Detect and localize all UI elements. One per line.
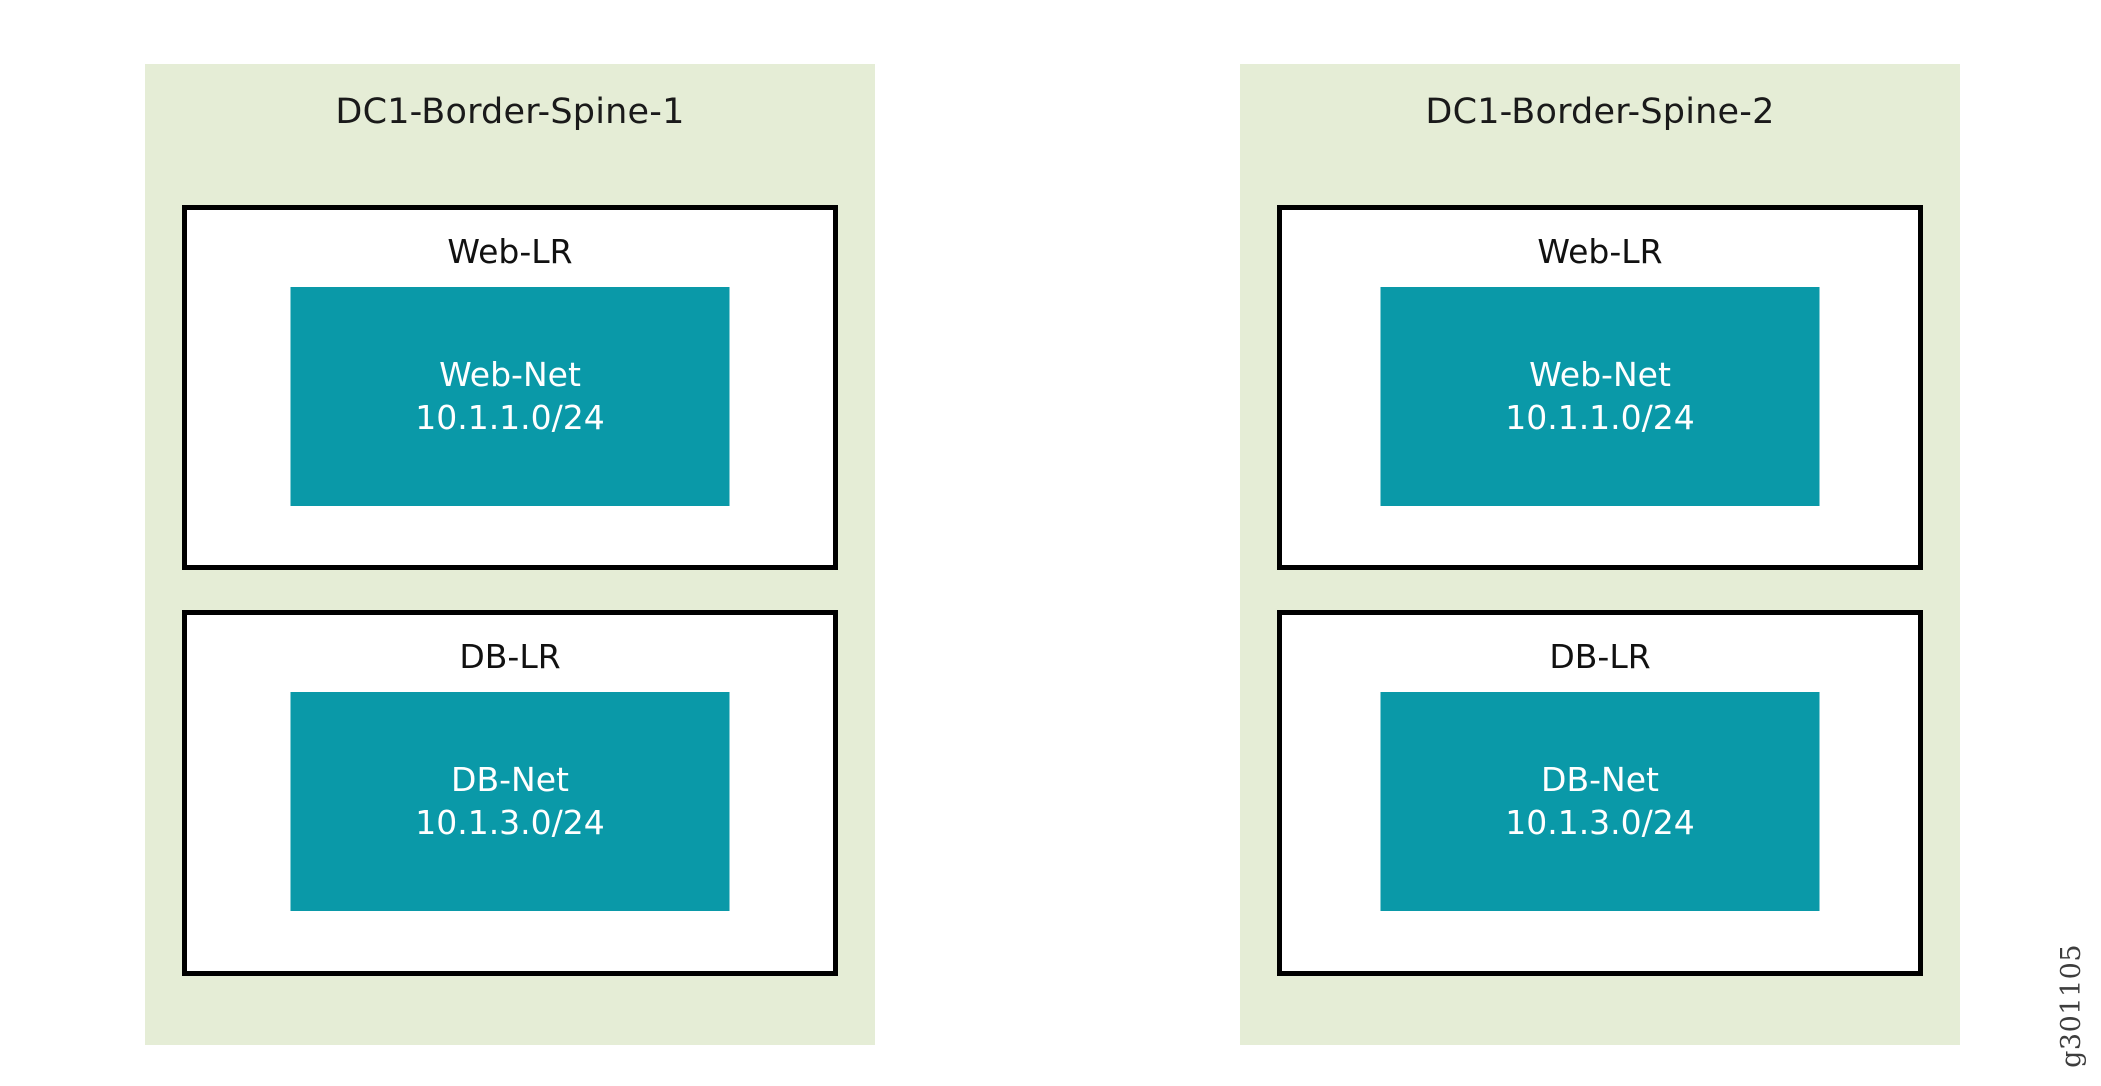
logical-router-box-web-lr: Web-LR Web-Net 10.1.1.0/24 (1277, 205, 1923, 570)
network-name: DB-Net (1541, 760, 1659, 800)
logical-router-box-web-lr: Web-LR Web-Net 10.1.1.0/24 (182, 205, 838, 570)
logical-router-label: DB-LR (1549, 637, 1651, 676)
network-block-web-net: Web-Net 10.1.1.0/24 (1380, 287, 1820, 506)
logical-router-box-db-lr: DB-LR DB-Net 10.1.3.0/24 (1277, 610, 1923, 976)
network-name: DB-Net (451, 760, 569, 800)
network-name: Web-Net (1529, 355, 1671, 395)
network-block-web-net: Web-Net 10.1.1.0/24 (290, 287, 730, 506)
logical-router-label: Web-LR (1537, 232, 1663, 271)
device-panel-dc1-border-spine-2: DC1-Border-Spine-2 Web-LR Web-Net 10.1.1… (1240, 64, 1960, 1045)
logical-router-box-db-lr: DB-LR DB-Net 10.1.3.0/24 (182, 610, 838, 976)
device-title: DC1-Border-Spine-1 (335, 92, 685, 132)
figure-id-watermark: g301105 (2056, 944, 2087, 1068)
network-cidr: 10.1.3.0/24 (415, 802, 605, 842)
network-cidr: 10.1.1.0/24 (415, 397, 605, 437)
network-cidr: 10.1.3.0/24 (1505, 802, 1695, 842)
network-name: Web-Net (439, 355, 581, 395)
network-block-db-net: DB-Net 10.1.3.0/24 (1380, 692, 1820, 911)
device-panel-dc1-border-spine-1: DC1-Border-Spine-1 Web-LR Web-Net 10.1.1… (145, 64, 875, 1045)
logical-router-label: DB-LR (459, 637, 561, 676)
logical-router-label: Web-LR (447, 232, 573, 271)
device-title: DC1-Border-Spine-2 (1425, 92, 1775, 132)
network-block-db-net: DB-Net 10.1.3.0/24 (290, 692, 730, 911)
network-cidr: 10.1.1.0/24 (1505, 397, 1695, 437)
